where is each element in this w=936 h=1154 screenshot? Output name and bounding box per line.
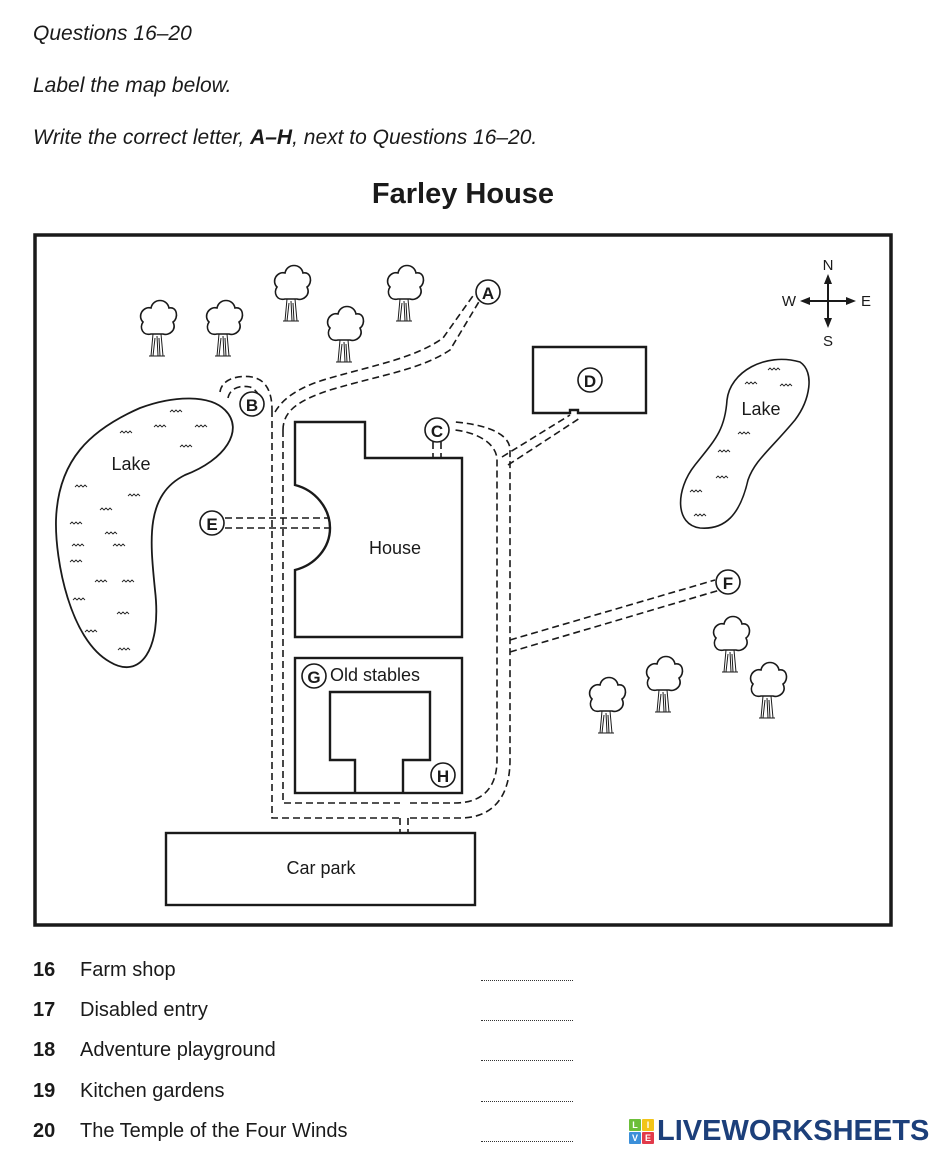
answer-input-16[interactable] [481,959,573,981]
marker-b: B [239,391,265,417]
car-park [164,831,477,907]
marker-g: G [301,663,327,689]
lake-east-label: Lake [741,399,780,419]
old-stables-label: Old stables [330,665,420,685]
liveworksheets-logo[interactable]: L I V E LIVEWORKSHEETS [629,1115,929,1148]
house-label: House [369,538,421,558]
question-number: 18 [33,1039,56,1062]
answer-input-20[interactable] [481,1121,573,1143]
lake-east [679,358,810,529]
answer-input-19[interactable] [481,1080,573,1102]
marker-e-letter: E [206,515,217,534]
question-label: Kitchen gardens [80,1079,225,1102]
map-title: Farley House [371,178,555,210]
marker-g-letter: G [307,668,320,687]
question-row: 20 The Temple of the Four Winds [33,1112,573,1152]
logo-tiles-icon: L I V E [629,1119,654,1144]
instruction-write-letter: Write the correct letter, A–H, next to Q… [33,126,537,150]
question-number: 16 [33,958,56,981]
logo-tile: L [629,1119,641,1131]
lake-west-label: Lake [111,454,150,474]
compass-north: N [823,257,834,274]
question-row: 18 Adventure playground [33,1031,573,1071]
question-row: 17 Disabled entry [33,990,573,1030]
logo-tile: I [642,1119,654,1131]
question-label: Disabled entry [80,999,208,1022]
marker-a: A [475,279,501,305]
question-row: 16 Farm shop [33,950,573,990]
marker-c-letter: C [431,422,443,441]
marker-h-letter: H [437,767,449,786]
question-list: 16 Farm shop 17 Disabled entry 18 Advent… [33,950,573,1152]
compass-south: S [823,333,833,350]
question-number: 20 [33,1120,56,1143]
questions-heading: Questions 16–20 [33,22,192,45]
instruction-label-map: Label the map below. [33,74,232,97]
answer-input-17[interactable] [481,1000,573,1022]
instruction-text-pre: Write the correct letter, [33,126,251,149]
marker-d: D [577,367,603,393]
marker-f: F [715,569,741,595]
marker-b-letter: B [246,396,258,415]
answer-input-18[interactable] [481,1040,573,1062]
map: N S W E Lake Lake [33,233,893,927]
question-number: 17 [33,999,56,1022]
lake-west [55,397,234,668]
instruction-text-post: , next to Questions 16–20. [292,126,538,149]
question-number: 19 [33,1079,56,1102]
marker-f-letter: F [723,574,733,593]
compass-west: W [782,293,797,310]
marker-d-letter: D [584,372,596,391]
question-label: Farm shop [80,958,176,981]
marker-c: C [424,417,450,443]
compass-icon [800,274,856,328]
house-building [293,420,464,639]
logo-text: LIVEWORKSHEETS [657,1115,930,1147]
car-park-label: Car park [286,858,356,878]
logo-tile: E [642,1132,654,1144]
question-row: 19 Kitchen gardens [33,1071,573,1111]
compass-east: E [861,293,871,310]
stables-courtyard [328,690,432,793]
question-label: The Temple of the Four Winds [80,1120,348,1143]
letter-range: A–H [250,126,293,149]
logo-tile: V [629,1132,641,1144]
marker-a-letter: A [482,284,494,303]
marker-e: E [199,510,225,536]
question-label: Adventure playground [80,1039,276,1062]
marker-h: H [430,762,456,788]
